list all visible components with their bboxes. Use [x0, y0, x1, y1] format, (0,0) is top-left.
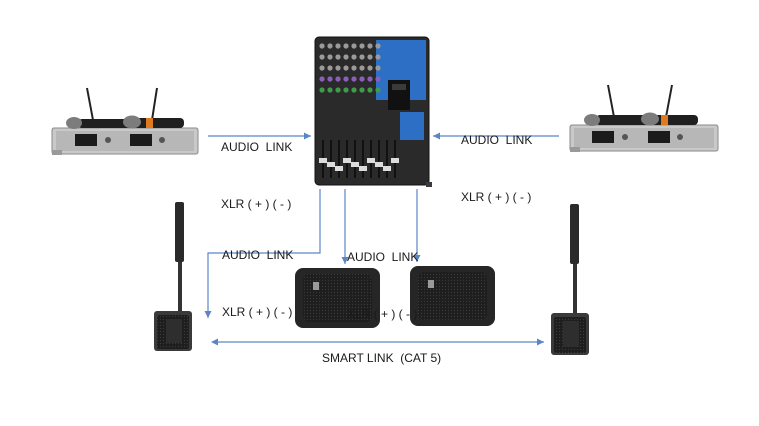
mixer-knob: [319, 87, 325, 93]
wireless-mic-receiver-right: [569, 84, 719, 152]
mixer-knob: [375, 65, 381, 71]
mixer-knob: [351, 65, 357, 71]
mixer-fader-track: [362, 140, 364, 178]
mixer-knob: [367, 65, 373, 71]
mixer-knob: [375, 76, 381, 82]
mixer-fader-cap: [335, 166, 343, 171]
mixer-fader-cap: [351, 162, 359, 167]
mixer-fader-cap: [327, 162, 335, 167]
mixer-knob: [351, 87, 357, 93]
mixer-knob: [327, 87, 333, 93]
down-left-link-line2: XLR ( + ) ( - ): [222, 305, 293, 319]
mixer-knob: [359, 54, 365, 60]
smart-link-label: SMART LINK (CAT 5): [322, 351, 442, 365]
mixer-knob: [343, 76, 349, 82]
mixer-knob: [327, 65, 333, 71]
mixer-knob: [351, 54, 357, 60]
stage-monitor-right: [410, 266, 495, 326]
mixer-fader-track: [338, 140, 340, 178]
mixer-knob: [327, 43, 333, 49]
down-left-link-label: AUDIO LINK XLR ( + ) ( - ): [222, 208, 293, 341]
mixer-knob: [359, 43, 365, 49]
mixer-knob: [335, 43, 341, 49]
mixer-knob: [375, 54, 381, 60]
down-mid-link-label: AUDIO LINK XLR ( + ) ( - ): [347, 210, 418, 343]
down-left-link-line1: AUDIO LINK: [222, 248, 294, 262]
mixer-knob: [343, 65, 349, 71]
mixer-knob: [335, 87, 341, 93]
column-speaker-right: [551, 204, 589, 355]
down-mid-link-line1: AUDIO LINK: [347, 250, 419, 264]
mixer-knob: [367, 76, 373, 82]
mixer-fader-cap: [367, 158, 375, 163]
mixer-knob: [327, 76, 333, 82]
mixer-fader-track: [378, 140, 380, 178]
mixer-fader-track: [354, 140, 356, 178]
mixer-fader-cap: [343, 158, 351, 163]
mixer-knob: [359, 76, 365, 82]
mixer-knob: [343, 87, 349, 93]
mixer-fader-cap: [375, 162, 383, 167]
mixer-knob: [327, 54, 333, 60]
mixer-fader-track: [386, 140, 388, 178]
right-link-line1: AUDIO LINK: [461, 133, 533, 147]
mixer-knob: [375, 43, 381, 49]
mixer-knob: [367, 87, 373, 93]
mixer-knob: [335, 76, 341, 82]
down-mid-link-line2: XLR ( + ) ( - ): [347, 307, 418, 321]
mixer-knob: [319, 76, 325, 82]
wireless-mic-receiver-left: [51, 87, 199, 155]
mixer-knob: [335, 54, 341, 60]
mixer-fader-cap: [383, 166, 391, 171]
mixer-knob: [351, 76, 357, 82]
mixer-fader-track: [330, 140, 332, 178]
right-link-line2: XLR ( + ) ( - ): [461, 190, 532, 204]
left-link-label: AUDIO LINK XLR ( + ) ( - ): [221, 100, 292, 233]
stage-monitor-left: [295, 268, 380, 328]
mixer-knob: [343, 54, 349, 60]
mixer-knob: [375, 87, 381, 93]
mixer-knob: [351, 43, 357, 49]
mixer-fader-cap: [391, 158, 399, 163]
mixer-fader-cap: [359, 166, 367, 171]
mixer-fader-cap: [319, 158, 327, 163]
mixer-knob: [359, 87, 365, 93]
left-link-line2: XLR ( + ) ( - ): [221, 197, 292, 211]
right-link-label: AUDIO LINK XLR ( + ) ( - ): [461, 93, 532, 226]
mixer-knob: [367, 54, 373, 60]
mixer-knob: [335, 65, 341, 71]
mixer-knob: [319, 65, 325, 71]
mixer-knob: [343, 43, 349, 49]
left-link-line1: AUDIO LINK: [221, 140, 293, 154]
mixer-knob: [319, 43, 325, 49]
audio-mixer: [314, 36, 432, 187]
mixer-knob: [367, 43, 373, 49]
column-speaker-left: [154, 202, 192, 351]
arrow-mixer-to-left-column: [204, 189, 321, 318]
connector-lines: [204, 132, 559, 346]
mixer-knob: [359, 65, 365, 71]
mixer-knob: [319, 54, 325, 60]
